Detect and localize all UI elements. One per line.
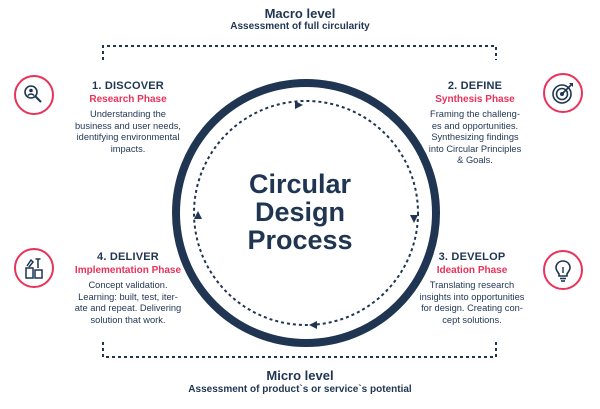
stage-develop: 3. DEVELOP Ideation Phase Translating re…	[402, 251, 542, 326]
desc-line: ate and repeat. Delivering	[74, 303, 182, 313]
center-title-line1: Circular	[248, 169, 352, 199]
center-title: Circular Design Process	[200, 170, 400, 254]
desc-line: Translating research	[429, 280, 515, 290]
desc-line: & Goals.	[457, 155, 493, 165]
desc-line: Concept validation.	[88, 280, 168, 290]
stage-discover-title: 1. DISCOVER	[92, 80, 164, 92]
micro-level-title: Micro level	[266, 368, 334, 383]
desc-line: cept solutions.	[442, 314, 502, 325]
center-title-line2: Design	[254, 197, 346, 227]
target-icon	[543, 73, 583, 113]
micro-level-subtitle: Assessment of product`s or service`s pot…	[188, 384, 412, 395]
arrow-left	[194, 211, 202, 219]
stage-develop-phase: Ideation Phase	[436, 265, 508, 276]
desc-line: into Circular Principles	[428, 143, 522, 154]
desc-line: for design. Creating con-	[421, 303, 523, 313]
desc-line: Learning: built, test, iter-	[78, 291, 178, 302]
desc-line: Synthesizing findings	[431, 132, 519, 142]
desc-line: es and opportunities.	[431, 120, 519, 131]
stage-define-description: Framing the challeng- es and opportuniti…	[405, 109, 545, 167]
stage-discover-phase: Research Phase	[89, 94, 167, 105]
search-person-icon	[14, 75, 54, 115]
desc-line: Understanding the	[90, 109, 166, 119]
stage-define: 2. DEFINE Synthesis Phase Framing the ch…	[405, 80, 545, 167]
macro-bracket	[102, 45, 497, 60]
center-title-line3: Process	[247, 225, 353, 255]
desc-line: insights into opportunities	[419, 291, 525, 302]
stage-deliver-title: 4. DELIVER	[97, 251, 159, 263]
desc-line: impacts.	[110, 143, 146, 154]
macro-level-subtitle: Assessment of full circularity	[230, 21, 370, 32]
stage-deliver: 4. DELIVER Implementation Phase Concept …	[58, 251, 198, 326]
arrow-bottom	[309, 321, 317, 329]
stage-define-title: 2. DEFINE	[447, 80, 503, 92]
stage-deliver-description: Concept validation. Learning: built, tes…	[58, 280, 198, 326]
macro-level-title: Macro level	[264, 6, 336, 21]
tools-icon	[14, 248, 54, 288]
lightbulb-icon	[543, 250, 583, 290]
desc-line: identifying environmental	[76, 132, 180, 142]
desc-line: solution that work.	[90, 314, 166, 325]
process-circle-outer	[172, 79, 440, 347]
stage-deliver-phase: Implementation Phase	[74, 265, 182, 276]
micro-bracket	[102, 342, 497, 358]
stage-discover-description: Understanding the business and user need…	[58, 109, 198, 155]
desc-line: business and user needs,	[75, 120, 181, 131]
stage-develop-description: Translating research insights into oppor…	[402, 280, 542, 326]
stage-develop-title: 3. DEVELOP	[438, 251, 506, 263]
stage-discover: 1. DISCOVER Research Phase Understanding…	[58, 80, 198, 155]
process-circle-inner	[193, 100, 419, 326]
arrow-right	[410, 215, 418, 223]
desc-line: Framing the challeng-	[430, 109, 520, 119]
arrow-top	[295, 101, 303, 109]
stage-define-phase: Synthesis Phase	[435, 94, 515, 105]
